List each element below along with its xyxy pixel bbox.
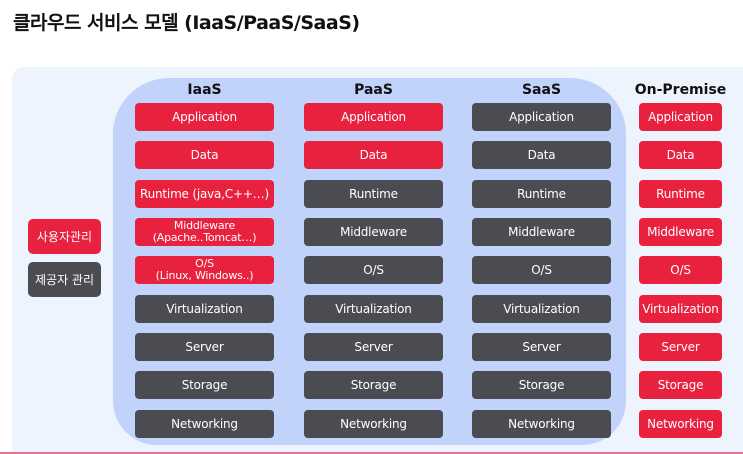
- layer-iaas-application: Application: [135, 103, 274, 131]
- column-header-on-premise: On-Premise: [634, 82, 727, 98]
- bottom-divider: [0, 452, 743, 454]
- layer-paas-storage: Storage: [304, 371, 443, 399]
- layer-on-premise-virtualization: Virtualization: [639, 295, 722, 323]
- layer-iaas-storage: Storage: [135, 371, 274, 399]
- layer-iaas-middleware: Middleware (Apache..Tomcat…): [135, 218, 274, 246]
- layer-on-premise-storage: Storage: [639, 371, 722, 399]
- layer-iaas-data: Data: [135, 141, 274, 169]
- column-header-iaas: IaaS: [187, 82, 222, 98]
- layer-on-premise-networking: Networking: [639, 410, 722, 438]
- layer-paas-runtime: Runtime: [304, 180, 443, 208]
- layer-saas-middleware: Middleware: [472, 218, 611, 246]
- column-header-saas: SaaS: [521, 82, 562, 98]
- layer-on-premise-application: Application: [639, 103, 722, 131]
- page-title: 클라우드 서비스 모델 (IaaS/PaaS/SaaS): [13, 12, 360, 34]
- layer-iaas-virtualization: Virtualization: [135, 295, 274, 323]
- layer-saas-server: Server: [472, 333, 611, 361]
- layer-iaas-networking: Networking: [135, 410, 274, 438]
- legend-user-managed: 사용자관리: [28, 219, 101, 254]
- layer-on-premise-os: O/S: [639, 256, 722, 284]
- layer-saas-virtualization: Virtualization: [472, 295, 611, 323]
- layer-paas-networking: Networking: [304, 410, 443, 438]
- layer-on-premise-runtime: Runtime: [639, 180, 722, 208]
- layer-iaas-server: Server: [135, 333, 274, 361]
- layer-on-premise-server: Server: [639, 333, 722, 361]
- layer-paas-application: Application: [304, 103, 443, 131]
- layer-paas-middleware: Middleware: [304, 218, 443, 246]
- layer-saas-os: O/S: [472, 256, 611, 284]
- layer-saas-networking: Networking: [472, 410, 611, 438]
- legend-provider-managed: 제공자 관리: [28, 262, 101, 297]
- column-header-paas: PaaS: [354, 82, 393, 98]
- layer-iaas-runtime: Runtime (java,C++…): [135, 180, 274, 208]
- layer-on-premise-data: Data: [639, 141, 722, 169]
- layer-paas-server: Server: [304, 333, 443, 361]
- layer-saas-runtime: Runtime: [472, 180, 611, 208]
- layer-paas-data: Data: [304, 141, 443, 169]
- layer-saas-application: Application: [472, 103, 611, 131]
- layer-paas-os: O/S: [304, 256, 443, 284]
- layer-paas-virtualization: Virtualization: [304, 295, 443, 323]
- layer-saas-storage: Storage: [472, 371, 611, 399]
- layer-iaas-os: O/S (Linux, Windows..): [135, 256, 274, 284]
- layer-saas-data: Data: [472, 141, 611, 169]
- layer-on-premise-middleware: Middleware: [639, 218, 722, 246]
